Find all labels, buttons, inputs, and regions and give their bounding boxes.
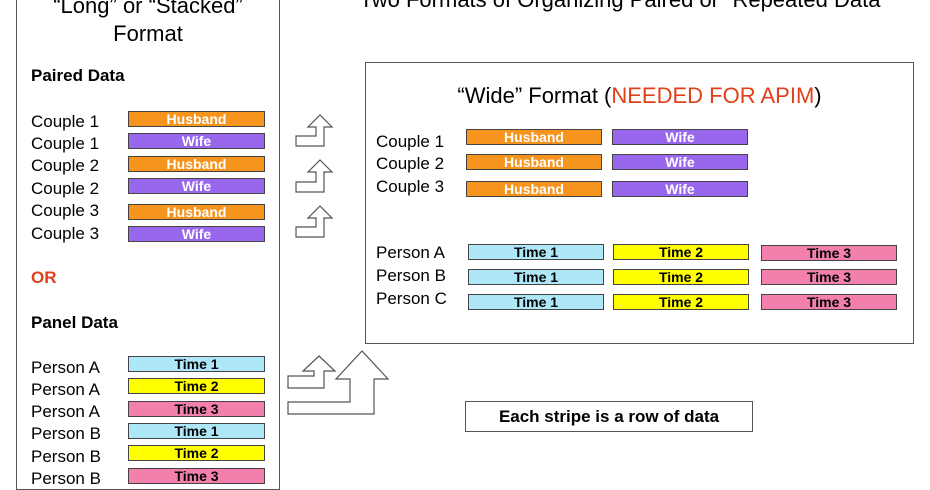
paired-row-stripe: Wife [128,226,265,242]
time2-stripe: Time 2 [613,294,749,310]
panel-row-label: Person B [31,424,101,443]
panel-row-stripe: Time 2 [128,445,265,461]
wide-title-suffix: ) [814,83,822,108]
time2-stripe: Time 2 [613,244,749,260]
panel-row-label: Person B [31,447,101,466]
panel-row-stripe: Time 2 [128,378,265,394]
time3-stripe: Time 3 [761,294,897,310]
arrow-icon [287,355,337,389]
paired-row-label: Couple 3 [31,201,100,220]
person-row-label: Person C [376,289,447,308]
panel-row-stripe: Time 1 [128,423,265,439]
paired-row-label: Couple 2 [31,179,100,198]
time3-stripe: Time 3 [761,269,897,285]
paired-row-stripe: Wife [128,133,265,149]
paired-row-stripe: Wife [128,178,265,194]
paired-row-stripe: Husband [128,156,265,172]
panel-row-stripe: Time 3 [128,468,265,484]
paired-row-label: Couple 2 [31,156,100,175]
husband-stripe: Husband [466,181,602,197]
arrow-icon [287,350,390,415]
panel-row-stripe: Time 3 [128,401,265,417]
couple-row-label: Couple 3 [376,177,445,196]
note-box: Each stripe is a row of data [465,401,753,432]
or-label: OR [31,268,57,287]
paired-row-label: Couple 1 [31,134,100,153]
main-title: Two Formats of Organizing Paired or “Rep… [300,0,930,14]
wide-format-box [365,62,914,344]
wife-stripe: Wife [612,129,748,145]
panel-row-label: Person B [31,469,101,488]
time1-stripe: Time 1 [468,269,604,285]
panel-row-label: Person A [31,402,100,421]
paired-data-heading: Paired Data [31,66,125,85]
paired-row-label: Couple 1 [31,112,100,131]
wide-format-title: “Wide” Format (NEEDED FOR APIM) [365,82,914,110]
long-format-title-line2: Format [113,21,183,46]
panel-row-stripe: Time 1 [128,356,265,372]
wide-title-prefix: “Wide” Format ( [457,83,612,108]
paired-row-stripe: Husband [128,111,265,127]
time3-stripe: Time 3 [761,245,897,261]
husband-stripe: Husband [466,129,602,145]
long-format-title: “Long” or “Stacked” Format [16,0,280,48]
panel-data-heading: Panel Data [31,313,118,332]
time1-stripe: Time 1 [468,294,604,310]
arrow-icon [295,205,334,238]
wide-title-highlight: NEEDED FOR APIM [611,83,815,108]
arrow-icon [295,159,334,193]
time1-stripe: Time 1 [468,244,604,260]
paired-row-stripe: Husband [128,204,265,220]
couple-row-label: Couple 1 [376,132,445,151]
time2-stripe: Time 2 [613,269,749,285]
panel-row-label: Person A [31,358,100,377]
person-row-label: Person B [376,266,446,285]
wife-stripe: Wife [612,154,748,170]
wife-stripe: Wife [612,181,748,197]
panel-row-label: Person A [31,380,100,399]
husband-stripe: Husband [466,154,602,170]
arrow-icon [295,114,334,147]
long-format-title-line1: “Long” or “Stacked” [53,0,243,18]
paired-row-label: Couple 3 [31,224,100,243]
couple-row-label: Couple 2 [376,154,445,173]
person-row-label: Person A [376,243,445,262]
